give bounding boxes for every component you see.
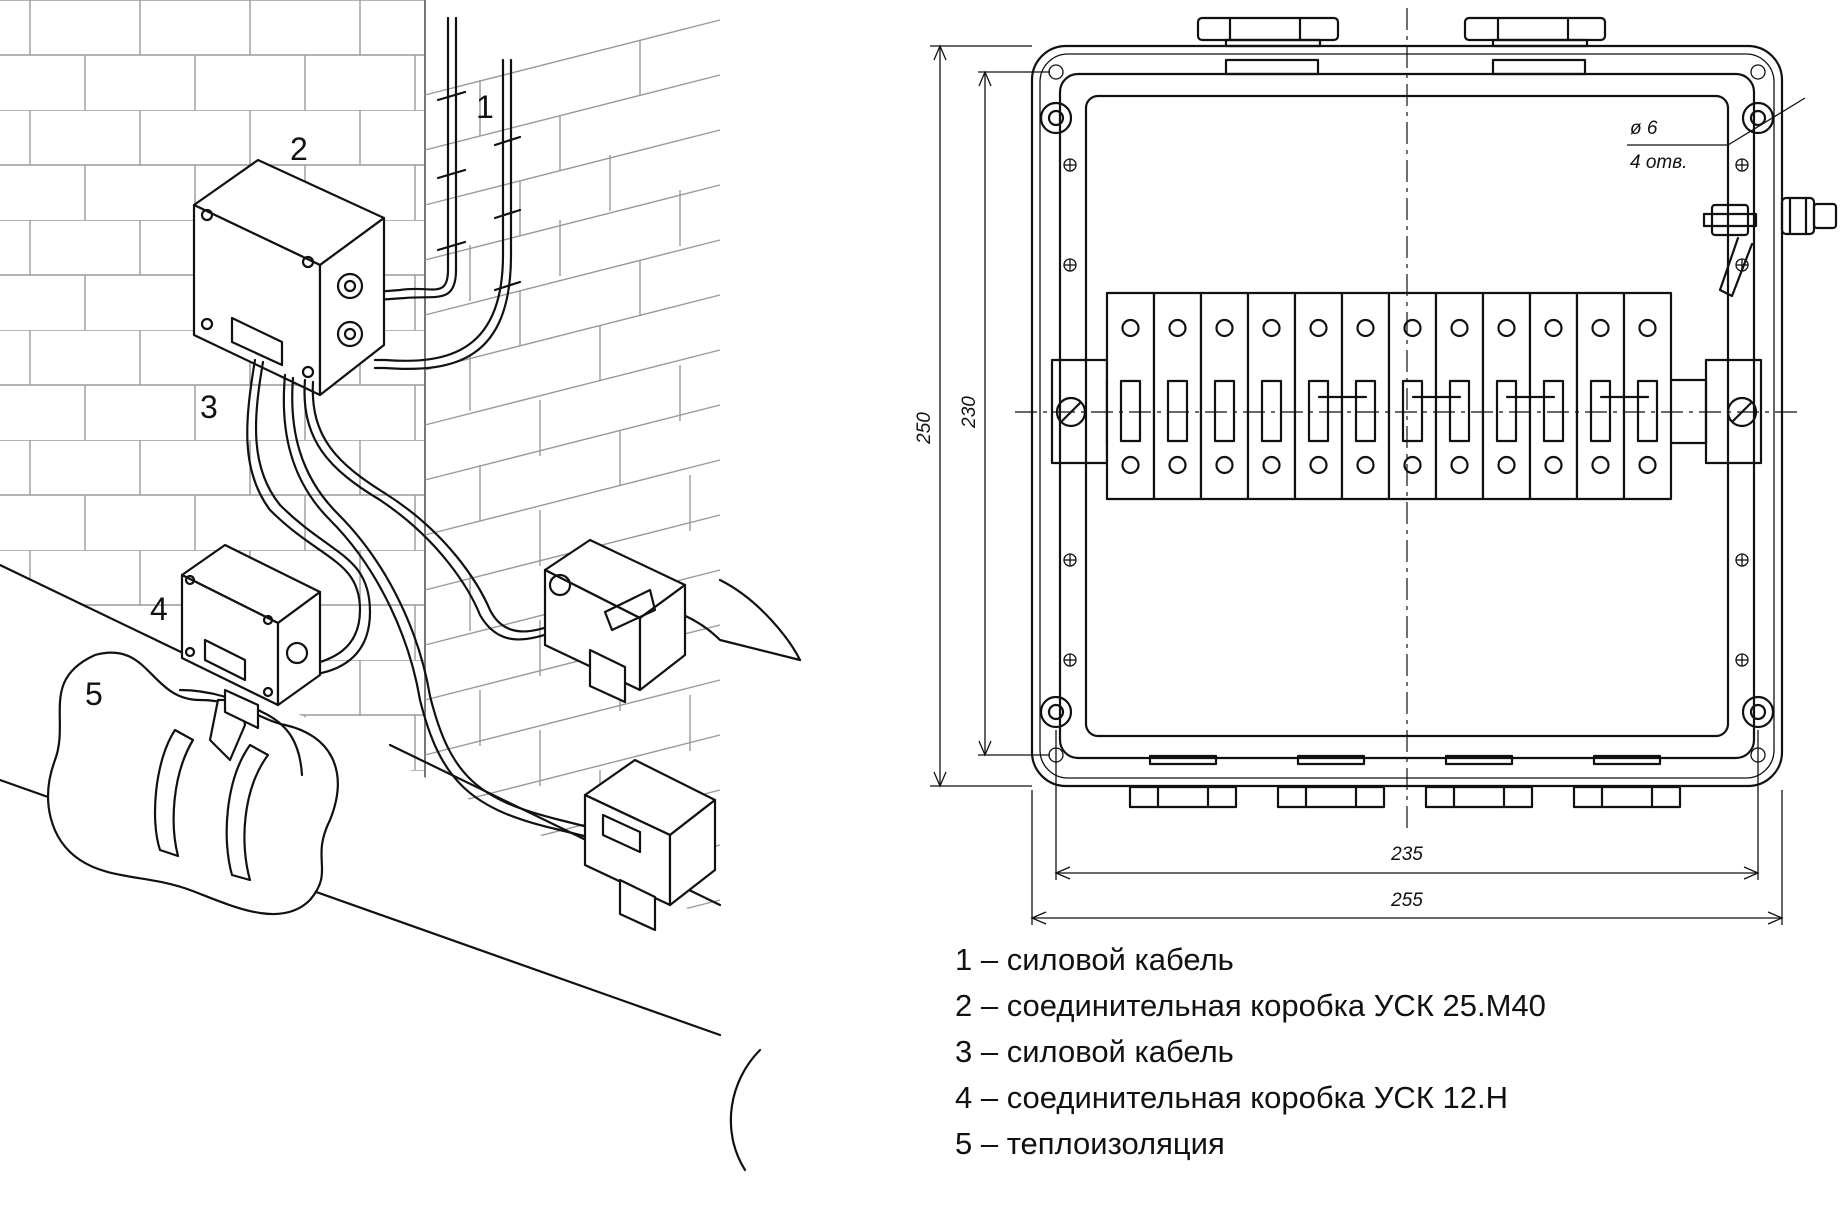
power-cable-1 (373, 16, 522, 370)
top-cable-glands (1196, 16, 1607, 76)
ground-bolt (1702, 203, 1758, 298)
power-cable-3 (246, 358, 602, 842)
cover-screws (1048, 64, 1766, 763)
bottom-cable-glands (1128, 754, 1682, 809)
mounting-holes (1039, 101, 1775, 729)
dim-width-outer: 255 (1390, 890, 1423, 911)
junction-box-4 (180, 543, 322, 730)
center-lines (1015, 8, 1800, 830)
legend-item-2: 2 – соединительная коробка УСК 25.М40 (955, 988, 1546, 1023)
dim-hole-count: 4 отв. (1630, 152, 1687, 173)
terminal (1105, 291, 1156, 501)
legend-item-1: 1 – силовой кабель (955, 942, 1234, 977)
dim-height-inner: 230 (959, 396, 980, 429)
installation-drawing: 1 2 3 4 5 (0, 0, 802, 1172)
callout-1: 1 (476, 89, 494, 125)
callout-4: 4 (150, 591, 168, 627)
dim-height-outer: 250 (914, 412, 935, 445)
legend-item-4: 4 – соединительная коробка УСК 12.Н (955, 1080, 1508, 1115)
callout-5: 5 (85, 676, 103, 712)
technical-drawing: 250 230 235 255 ø 6 4 отв. (914, 8, 1838, 925)
legend-item-5: 5 – теплоизоляция (955, 1126, 1225, 1161)
terminal (1199, 291, 1250, 501)
legend: 1 – силовой кабель 2 – соединительная ко… (955, 942, 1546, 1161)
terminal (1246, 291, 1297, 501)
legend-item-3: 3 – силовой кабель (955, 1034, 1234, 1069)
dim-width-inner: 235 (1390, 844, 1423, 865)
terminal (1152, 291, 1203, 501)
dimension-lines (930, 44, 1806, 925)
callout-3: 3 (200, 389, 218, 425)
junction-box-lower-right (583, 758, 717, 932)
junction-box-upper-right (543, 538, 687, 704)
side-cable-gland (1780, 196, 1838, 236)
callout-2: 2 (290, 131, 308, 167)
junction-box-2 (192, 158, 386, 397)
dim-hole-diameter: ø 6 (1630, 118, 1658, 139)
terminal-block (1105, 291, 1673, 501)
terminal (1481, 291, 1532, 501)
